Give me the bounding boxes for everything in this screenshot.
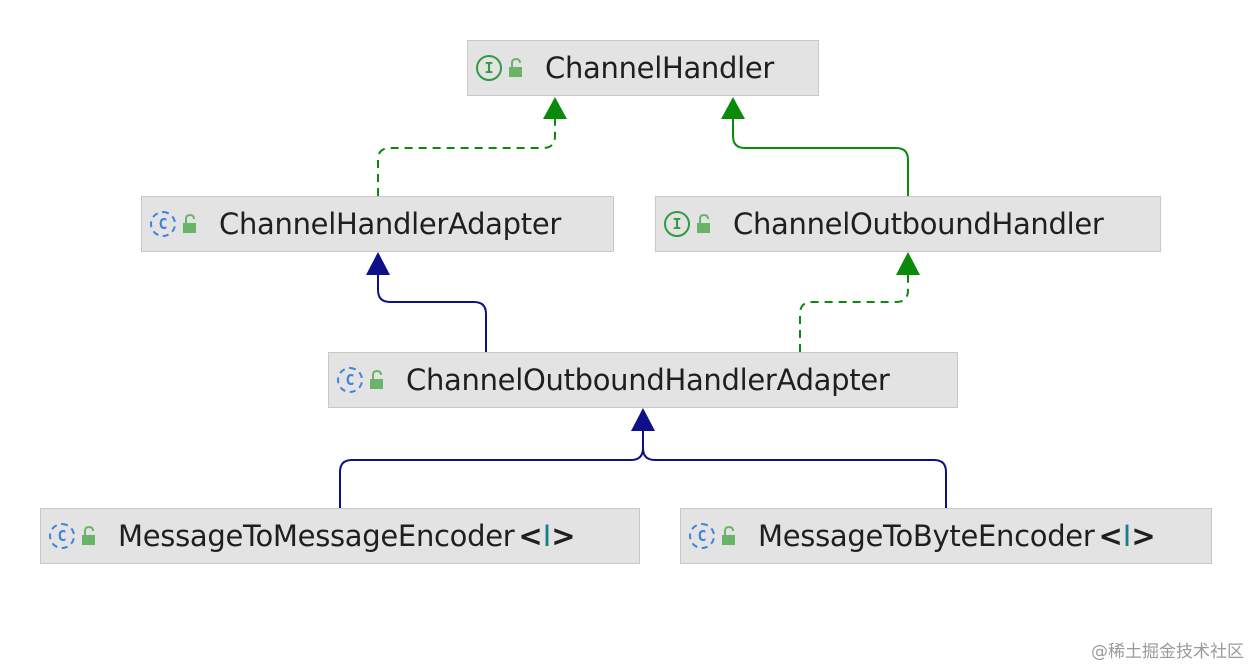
class-name: ChannelHandler xyxy=(545,51,775,85)
edge-outbound-adapter-implements-outbound xyxy=(799,252,920,352)
node-message-to-byte-encoder[interactable]: C MessageToByteEncoder <I> xyxy=(680,508,1212,564)
class-icon: C xyxy=(150,211,176,237)
node-channel-handler[interactable]: I ChannelHandler xyxy=(467,40,819,96)
node-channel-handler-adapter[interactable]: C ChannelHandlerAdapter xyxy=(141,196,614,252)
class-icon: C xyxy=(49,523,75,549)
class-name: ChannelHandlerAdapter xyxy=(219,207,561,241)
edge-mtm-encoder-extends-outbound-adapter xyxy=(339,430,644,508)
unlocked-icon xyxy=(722,526,735,545)
type-parameter: <I> xyxy=(1098,519,1156,553)
unlocked-icon xyxy=(82,526,95,545)
interface-icon: I xyxy=(664,211,690,237)
node-channel-outbound-handler-adapter[interactable]: C ChannelOutboundHandlerAdapter xyxy=(328,352,958,408)
edge-mtb-encoder-extends-outbound-adapter xyxy=(631,408,947,508)
class-name: MessageToMessageEncoder xyxy=(118,519,515,553)
edge-outbound-extends-handler xyxy=(721,97,909,196)
class-icon: C xyxy=(689,523,715,549)
unlocked-icon xyxy=(509,58,522,77)
class-icon: C xyxy=(337,367,363,393)
class-name: ChannelOutboundHandler xyxy=(733,207,1104,241)
type-parameter: <I> xyxy=(518,519,576,553)
node-channel-outbound-handler[interactable]: I ChannelOutboundHandler xyxy=(655,196,1161,252)
unlocked-icon xyxy=(697,214,710,233)
unlocked-icon xyxy=(370,370,383,389)
watermark: @稀土掘金技术社区 xyxy=(1091,642,1244,662)
node-message-to-message-encoder[interactable]: C MessageToMessageEncoder <I> xyxy=(40,508,640,564)
edge-adapter-implements-handler xyxy=(377,97,567,196)
interface-icon: I xyxy=(476,55,502,81)
edge-outbound-adapter-extends-adapter xyxy=(366,252,487,352)
class-name: MessageToByteEncoder xyxy=(758,519,1095,553)
class-name: ChannelOutboundHandlerAdapter xyxy=(406,363,890,397)
unlocked-icon xyxy=(183,214,196,233)
